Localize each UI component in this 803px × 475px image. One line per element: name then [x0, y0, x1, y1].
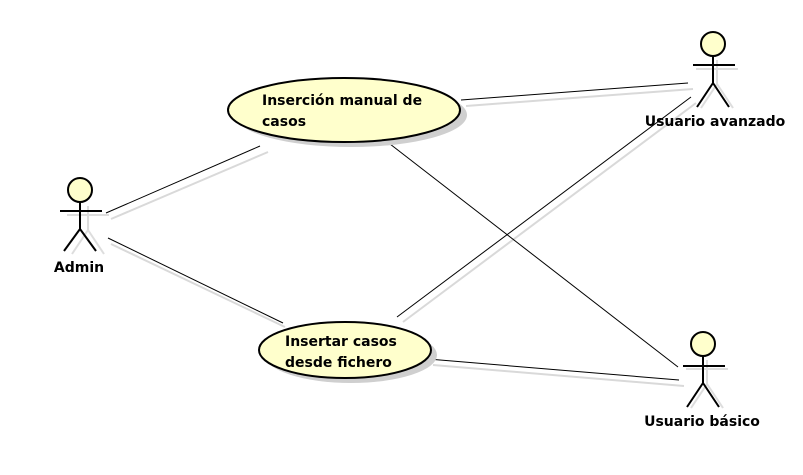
actor-admin-head — [67, 177, 93, 203]
actor-admin[interactable]: Admin — [54, 177, 109, 276]
association-advanced-file[interactable] — [396, 96, 692, 318]
use-case-file-insert-ellipse — [258, 321, 432, 379]
actor-admin-label: Admin — [54, 260, 104, 276]
actor-usuario-avanzado-head — [700, 31, 726, 57]
actor-usuario-avanzado-body — [693, 56, 735, 108]
association-shadows — [110, 88, 697, 387]
association-advanced-manual[interactable] — [460, 82, 689, 101]
use-case-file-insert-label-line2: desde fichero — [285, 355, 392, 371]
use-case-file-insert[interactable]: Insertar casos desde fichero — [258, 321, 437, 383]
use-case-file-insert-label-line1: Insertar casos — [285, 334, 397, 350]
use-case-manual-insert-ellipse — [227, 77, 461, 143]
use-case-manual-insert-label-line2: casos — [262, 114, 306, 130]
association-basic-file[interactable] — [427, 358, 680, 381]
use-case-manual-insert[interactable]: Inserción manual de casos — [227, 77, 467, 147]
actor-usuario-basico-label: Usuario básico — [644, 414, 760, 430]
use-case-manual-insert-label-line1: Inserción manual de — [262, 93, 422, 109]
associations — [105, 82, 692, 381]
association-basic-manual[interactable] — [389, 143, 679, 368]
association-admin-file[interactable] — [107, 237, 284, 324]
actor-usuario-avanzado-label: Usuario avanzado — [645, 114, 786, 130]
association-admin-manual[interactable] — [105, 145, 261, 214]
actor-usuario-basico-body — [683, 356, 725, 408]
actor-usuario-avanzado[interactable]: Usuario avanzado — [645, 31, 786, 130]
actor-admin-body — [60, 202, 102, 252]
actor-usuario-basico[interactable]: Usuario básico — [644, 331, 760, 430]
actor-usuario-basico-head — [690, 331, 716, 357]
